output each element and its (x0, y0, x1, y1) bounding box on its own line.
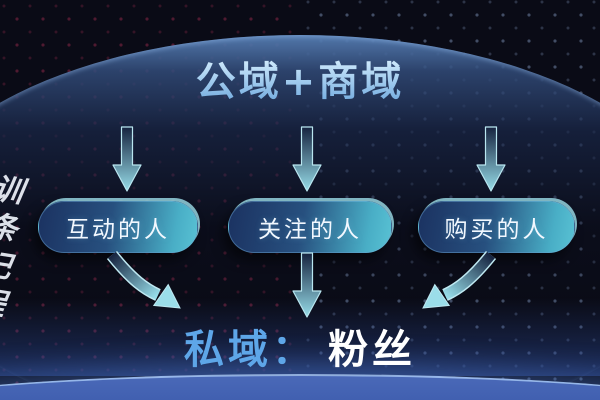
pill-follow-people: 关注的人 (228, 201, 392, 253)
result-line: 私域： 粉丝 (0, 328, 600, 372)
pill-buy-people: 购买的人 (418, 201, 575, 253)
bottom-horizon-band (0, 374, 600, 400)
pill-label: 关注的人 (258, 217, 362, 243)
slide-title: 公域+商域 (0, 60, 600, 104)
down-arrow-icon (112, 126, 142, 192)
down-arrow-icon (476, 126, 506, 192)
down-arrow-icon (292, 252, 322, 318)
down-arrow-icon (292, 126, 322, 192)
pill-interact-people: 互动的人 (38, 201, 198, 253)
pill-label: 购买的人 (444, 217, 549, 243)
curved-down-right-arrow-icon (106, 250, 181, 309)
pill-label: 互动的人 (66, 217, 170, 243)
bottom-horizon-glow (0, 298, 600, 376)
result-prefix: 私域： (184, 327, 316, 373)
result-highlight: 粉丝 (328, 327, 416, 373)
curved-down-left-arrow-icon (422, 250, 497, 309)
